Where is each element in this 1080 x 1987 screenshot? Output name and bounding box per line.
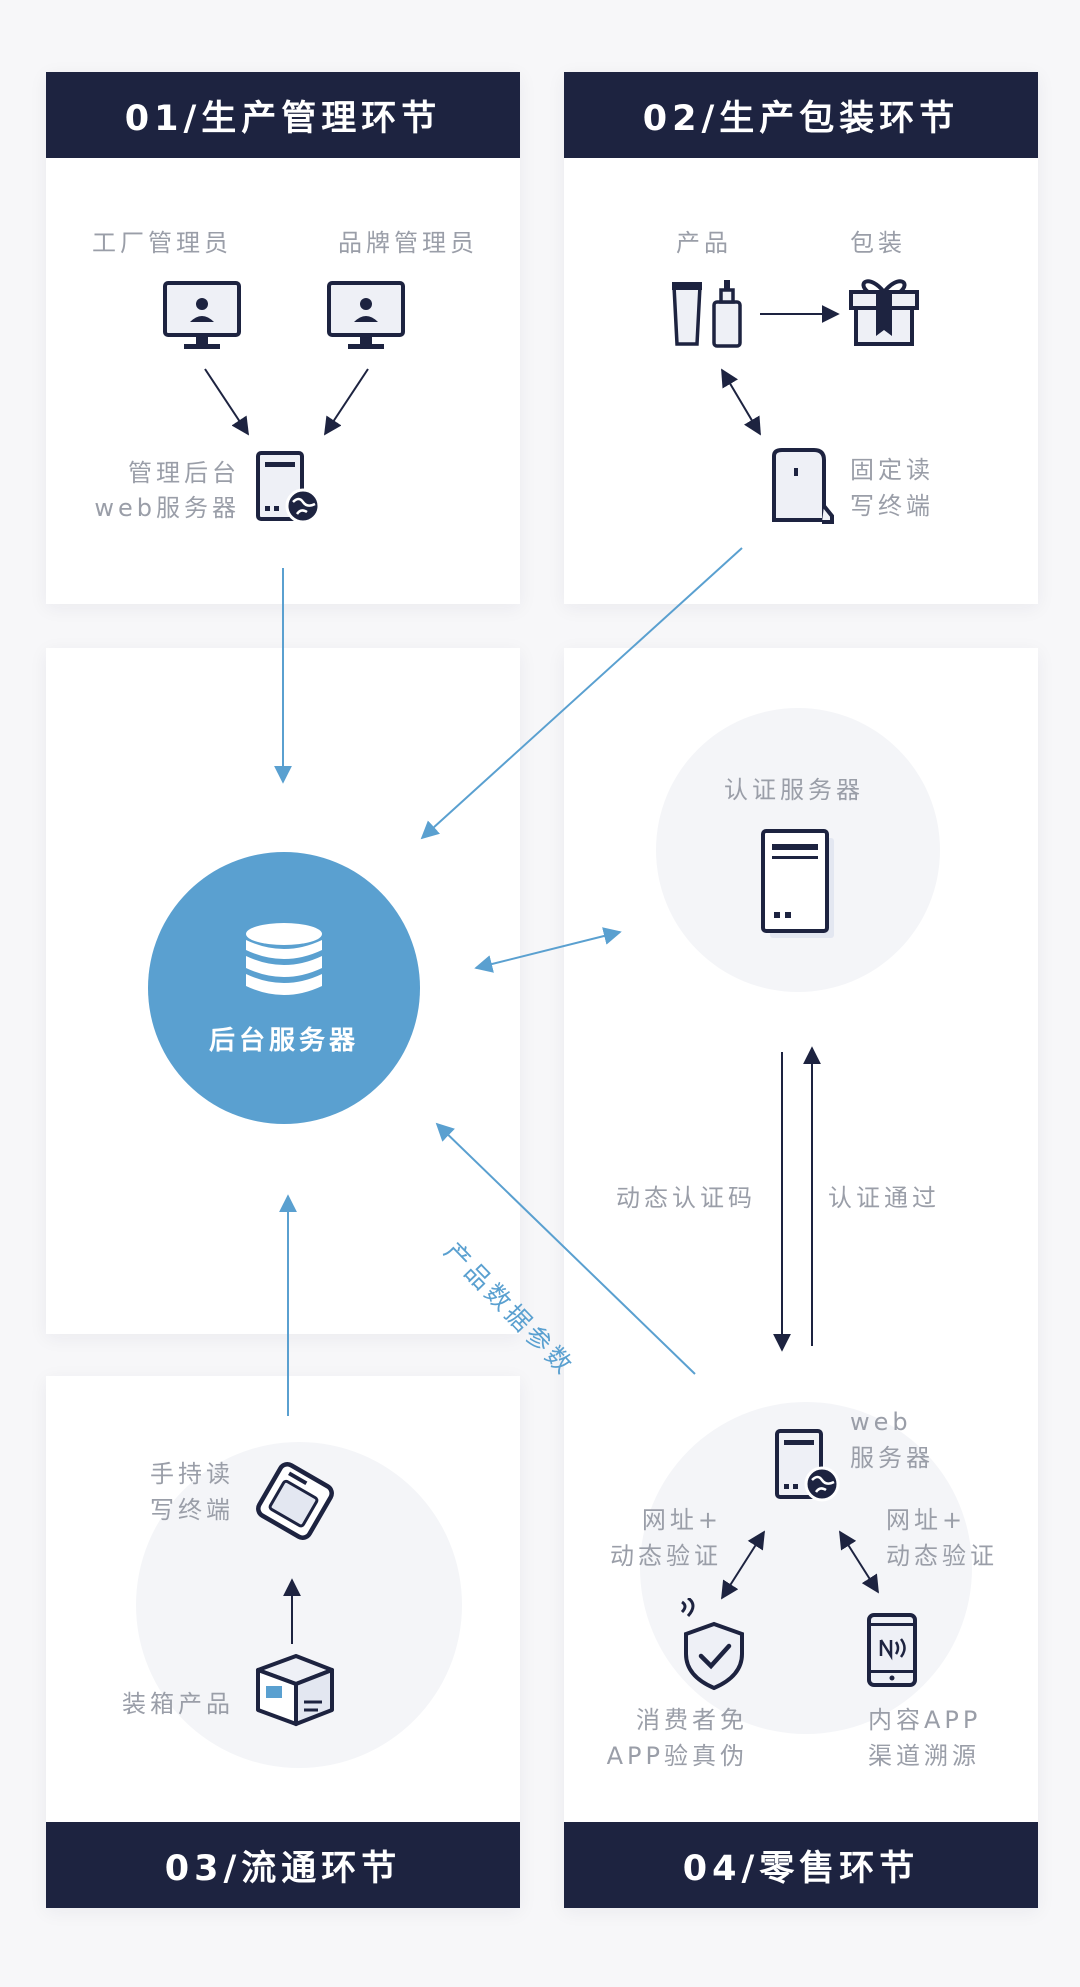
handheld-reader-icon (256, 1462, 334, 1540)
brand-admin-monitor-icon (327, 281, 405, 349)
label-admin-backend-line1: 管理后台 (128, 459, 240, 487)
phone-nfc-icon (867, 1613, 917, 1687)
boxed-product-icon (256, 1654, 334, 1726)
section-header-production-management: 01/生产管理环节 (46, 72, 520, 158)
consumer-shield-check-icon (680, 1598, 744, 1691)
web-server-globe-icon (256, 451, 321, 524)
label-packaging: 包装 (850, 229, 906, 257)
auth-server-icon (761, 829, 834, 938)
label-product: 产品 (676, 229, 732, 257)
retail-web-server-icon (775, 1429, 840, 1502)
arrow-factory-to-backend (204, 368, 249, 436)
product-bottles-icon (672, 280, 742, 348)
label-content-line2: 渠道溯源 (868, 1742, 980, 1770)
backend-server-label: 后台服务器 (208, 1026, 359, 1056)
packaging-gift-icon (849, 279, 919, 346)
label-web-server-line2: 服务器 (850, 1444, 934, 1472)
label-fixed-reader-line1: 固定读 (850, 456, 934, 484)
label-admin-backend-line2: web服务器 (94, 494, 240, 522)
label-url-right-line1: 网址+ (886, 1506, 967, 1534)
arrow-brand-to-backend (324, 368, 369, 436)
label-web-server-line1: web (850, 1408, 912, 1436)
label-url-left-line1: 网址+ (641, 1506, 722, 1534)
label-auth-passed: 认证通过 (828, 1184, 940, 1212)
arrow-web-to-consumer (721, 1530, 765, 1600)
database-icon (246, 923, 322, 995)
arrow-web-to-content (839, 1530, 879, 1594)
label-dynamic-code: 动态认证码 (616, 1184, 756, 1212)
fixed-reader-terminal-icon (772, 448, 834, 524)
section-header-production-packaging: 02/生产包装环节 (564, 72, 1038, 158)
arrow-retail-to-backend (435, 1122, 696, 1375)
label-auth-server: 认证服务器 (724, 776, 864, 804)
label-consumer-line2: APP验真伪 (606, 1742, 748, 1770)
factory-admin-monitor-icon (163, 281, 241, 349)
arrow-product-reader (721, 368, 761, 436)
section-header-circulation: 03/流通环节 (46, 1822, 520, 1908)
label-fixed-reader-line2: 写终端 (850, 492, 934, 520)
backend-server-circle: 后台服务器 (148, 852, 420, 1124)
label-boxed-product: 装箱产品 (122, 1690, 234, 1718)
label-content-line1: 内容APP (868, 1706, 982, 1734)
label-handheld-line2: 写终端 (150, 1496, 234, 1524)
label-url-right-line2: 动态验证 (886, 1542, 998, 1570)
label-url-left-line2: 动态验证 (610, 1542, 722, 1570)
section-header-retail: 04/零售环节 (564, 1822, 1038, 1908)
label-handheld-line1: 手持读 (150, 1460, 234, 1488)
label-factory-admin: 工厂管理员 (92, 229, 232, 257)
label-consumer-line1: 消费者免 (636, 1706, 748, 1734)
label-brand-admin: 品牌管理员 (338, 229, 478, 257)
arrow-reader-to-backend (420, 547, 743, 840)
arrow-backend-auth (474, 927, 622, 973)
